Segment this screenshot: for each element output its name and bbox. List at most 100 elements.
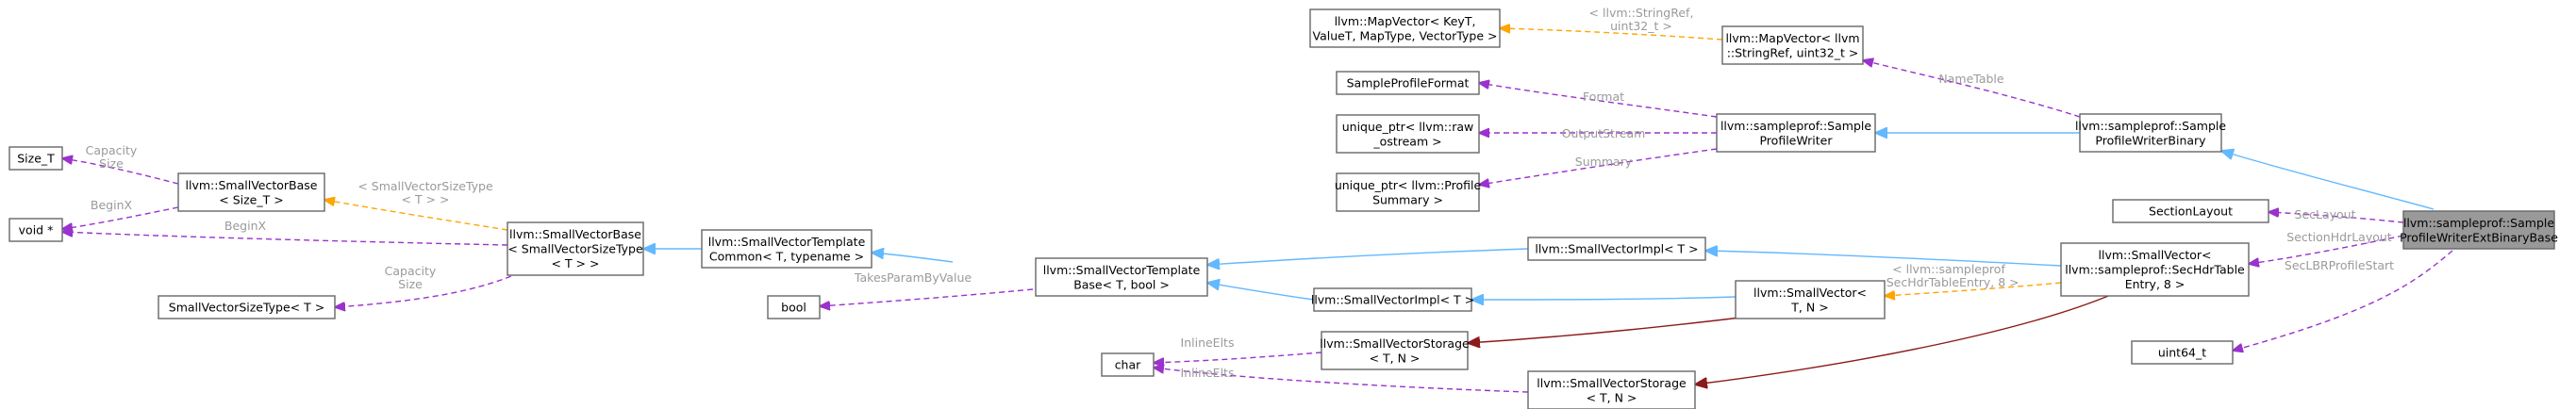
node-label-line: llvm::MapVector< KeyT, bbox=[1335, 14, 1476, 28]
node-ext-binary-base[interactable]: llvm::sampleprof::SampleProfileWriterExt… bbox=[2400, 210, 2558, 250]
edge-inherit-impl-mid bbox=[1207, 283, 1315, 301]
node-small-vector-sec-hdr[interactable]: llvm::SmallVector<llvm::sampleprof::SecH… bbox=[2060, 242, 2250, 297]
edge-inherit-ext-binary bbox=[2221, 151, 2435, 210]
node-box bbox=[2131, 340, 2234, 365]
node-sample-profile-writer-binary[interactable]: llvm::sampleprof::SampleProfileWriterBin… bbox=[2075, 113, 2226, 153]
node-label-line: void * bbox=[19, 223, 54, 237]
edge-label-sec-layout: SecLayout bbox=[2295, 207, 2356, 221]
node-label-line: char bbox=[1115, 358, 1141, 372]
edge-private-sec-hdr-storage bbox=[1695, 293, 2114, 384]
node-label-line: ProfileWriter bbox=[1759, 133, 1833, 147]
edge-beginx-bottom bbox=[62, 232, 508, 246]
edge-inherit-template-base bbox=[872, 253, 954, 263]
edge-label-output-stream: OutputStream bbox=[1562, 126, 1646, 140]
node-label-line: llvm::SmallVectorTemplate bbox=[1043, 263, 1201, 277]
node-label-line: < T, N > bbox=[1370, 351, 1421, 365]
edge-label-summary: Summary bbox=[1575, 155, 1633, 169]
node-box bbox=[1336, 114, 1480, 154]
node-label-line: llvm::sampleprof::Sample bbox=[2075, 119, 2226, 133]
edge-label-inline-elts-mid: InlineElts bbox=[1181, 335, 1235, 350]
node-box bbox=[2079, 113, 2222, 153]
edge-inherit-impl-top bbox=[1207, 248, 1529, 265]
node-box bbox=[1309, 8, 1501, 48]
node-label-line: llvm::SmallVectorTemplate bbox=[708, 235, 866, 249]
edge-svst-template bbox=[324, 200, 508, 231]
node-label-line: Base< T, bool > bbox=[1073, 277, 1170, 291]
node-label-line: llvm::SmallVectorStorage bbox=[1320, 336, 1470, 351]
node-box bbox=[1321, 331, 1469, 370]
node-small-vector-storage-mid[interactable]: llvm::SmallVectorStorage< T, N > bbox=[1320, 331, 1470, 370]
edge-label-inline-elts-low: InlineElts bbox=[1181, 366, 1235, 380]
node-box bbox=[1735, 280, 1886, 319]
node-label-line: bool bbox=[781, 301, 806, 315]
edge-label-format: Format bbox=[1583, 90, 1624, 104]
edge-label-svst-template-args: < T > > bbox=[402, 192, 450, 206]
node-map-vector-generic[interactable]: llvm::MapVector< KeyT,ValueT, MapType, V… bbox=[1309, 8, 1501, 48]
edge-label-capacity-size-top: Size bbox=[99, 156, 124, 171]
node-small-vector-impl-mid[interactable]: llvm::SmallVectorImpl< T > bbox=[1311, 287, 1474, 312]
node-box bbox=[177, 172, 325, 212]
node-label-line: unique_ptr< llvm::Profile bbox=[1335, 178, 1482, 192]
edge-beginx-top bbox=[62, 206, 179, 229]
node-bool[interactable]: bool bbox=[767, 295, 821, 319]
node-label-line: Entry, 8 > bbox=[2125, 277, 2185, 291]
node-box bbox=[158, 295, 336, 319]
node-box bbox=[1721, 25, 1864, 65]
node-label-line: ProfileWriterExtBinaryBase bbox=[2400, 230, 2558, 244]
node-size-t[interactable]: Size_T bbox=[8, 146, 63, 171]
node-label-line: T, N > bbox=[1790, 300, 1828, 314]
edge-inline-elts-mid bbox=[1154, 352, 1322, 363]
node-label-line: Size_T bbox=[17, 152, 55, 166]
node-small-vector-size-type[interactable]: SmallVectorSizeType< T > bbox=[158, 295, 336, 319]
node-box bbox=[1527, 370, 1696, 409]
node-sample-profile-format[interactable]: SampleProfileFormat bbox=[1336, 71, 1480, 95]
edge-takes-param bbox=[820, 288, 1034, 306]
node-map-vector-stringref[interactable]: llvm::MapVector< llvm::StringRef, uint32… bbox=[1721, 25, 1864, 65]
node-small-vector-storage-low[interactable]: llvm::SmallVectorStorage< T, N > bbox=[1527, 370, 1696, 409]
edge-label-beginx-bottom: BeginX bbox=[224, 219, 267, 233]
edge-private-small-vector-storage bbox=[1468, 314, 1765, 343]
node-box bbox=[1336, 71, 1480, 95]
node-unique-ptr-raw-ostream[interactable]: unique_ptr< llvm::raw_ostream > bbox=[1336, 114, 1480, 154]
node-char[interactable]: char bbox=[1101, 352, 1155, 377]
edge-capacity-size-top bbox=[62, 158, 179, 185]
node-box bbox=[1336, 172, 1480, 212]
node-box bbox=[1101, 352, 1155, 377]
node-label-line: < SmallVectorSizeType bbox=[507, 242, 643, 256]
edge-label-capacity-size-top: Capacity bbox=[86, 143, 138, 157]
edge-label-capacity-size-bottom: Size bbox=[398, 277, 423, 291]
node-label-line: SampleProfileFormat bbox=[1347, 76, 1470, 90]
node-section-layout[interactable]: SectionLayout bbox=[2112, 199, 2269, 223]
node-small-vector-impl-top[interactable]: llvm::SmallVectorImpl< T > bbox=[1527, 237, 1706, 261]
node-box bbox=[1527, 237, 1706, 261]
node-void-ptr[interactable]: void * bbox=[8, 218, 63, 242]
node-label-line: llvm::sampleprof::SecHdrTable bbox=[2065, 263, 2245, 277]
edge-label-beginx-top: BeginX bbox=[91, 198, 133, 212]
node-label-line: uint64_t bbox=[2158, 346, 2206, 360]
node-label-line: < T > > bbox=[552, 256, 600, 270]
edge-label-takes-param-by-value: TakesParamByValue bbox=[854, 270, 972, 285]
node-small-vector-base-svst[interactable]: llvm::SmallVectorBase< SmallVectorSizeTy… bbox=[507, 221, 644, 276]
edge-label-sec-bin-profile-start: SecLBRProfileStart bbox=[2285, 258, 2394, 272]
node-label-line: llvm::SmallVector< bbox=[2099, 248, 2212, 262]
edge-sec-layout bbox=[2269, 212, 2404, 223]
edge-label-sec-hdr-template-args: < llvm::sampleprof bbox=[1892, 262, 2005, 276]
node-uint64-t[interactable]: uint64_t bbox=[2131, 340, 2234, 365]
node-label-line: llvm::sampleprof::Sample bbox=[1720, 119, 1871, 133]
node-label-line: unique_ptr< llvm::raw bbox=[1342, 120, 1474, 134]
edge-capacity-size-bottom bbox=[335, 268, 529, 307]
node-small-vector-t-n[interactable]: llvm::SmallVector<T, N > bbox=[1735, 280, 1886, 319]
edge-inherit-sec-hdr-impl bbox=[1705, 251, 2062, 267]
node-label-line: llvm::SmallVectorImpl< T > bbox=[1311, 293, 1474, 307]
edge-label-stringref-template-args: uint32_t > bbox=[1610, 19, 1672, 33]
node-label-line: < Size_T > bbox=[219, 192, 283, 206]
node-box bbox=[2112, 199, 2269, 223]
node-box bbox=[701, 229, 873, 269]
node-label-line: ProfileWriterBinary bbox=[2095, 133, 2206, 147]
node-small-vector-base-size-t[interactable]: llvm::SmallVectorBase< Size_T > bbox=[177, 172, 325, 212]
